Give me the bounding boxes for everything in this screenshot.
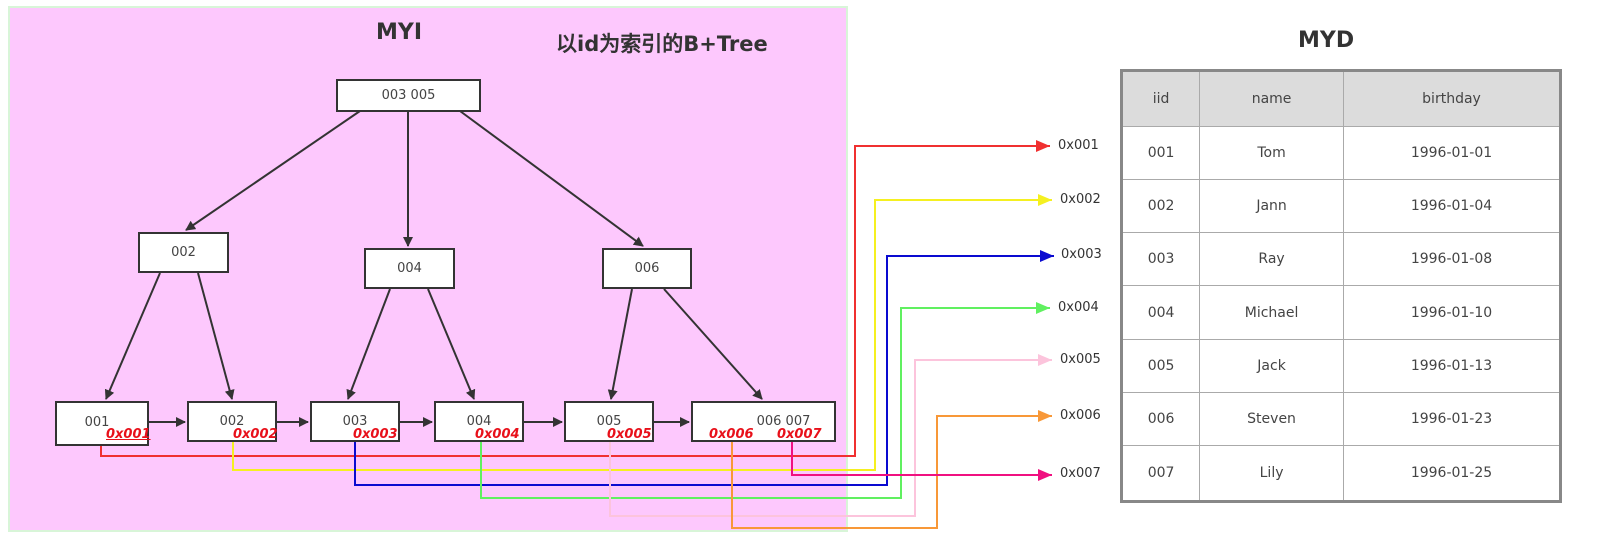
tree-edge-arrow	[346, 288, 391, 400]
leaf-node: 002	[187, 401, 277, 442]
id-cell: 001	[1120, 125, 1201, 181]
pointer-line	[232, 199, 1052, 471]
pointer-arrowhead	[1038, 410, 1052, 422]
leaf-address: 0x004	[475, 427, 520, 442]
node-keys: 002	[171, 245, 196, 260]
leaf-address: 0x001	[106, 427, 151, 442]
id-cell: 005	[1120, 338, 1201, 393]
tree-edge-arrow	[197, 272, 235, 400]
pointer-label: 0x003	[1061, 247, 1102, 262]
pointer-line	[354, 255, 1054, 486]
birthday-cell: 1996-01-08	[1343, 232, 1561, 287]
id-cell: 004	[1120, 285, 1201, 340]
name-cell: Jack	[1199, 338, 1345, 393]
btree-subtitle: 以id为索引的B+Tree	[556, 32, 768, 56]
leaf-node: 001	[55, 401, 149, 446]
name-cell: Jann	[1199, 179, 1345, 234]
node-keys: 006	[634, 261, 660, 276]
leaf-address: 0x002	[233, 427, 278, 442]
column-header: iid	[1120, 70, 1201, 127]
myd-title: MYD	[1298, 28, 1355, 53]
leaf-node: 004	[434, 401, 524, 442]
pointer-arrowhead	[1038, 469, 1052, 481]
pointer-label: 0x004	[1058, 300, 1099, 315]
pointer-arrowhead	[1040, 250, 1054, 262]
pointer-line	[480, 307, 1050, 499]
pointer-line	[791, 442, 1052, 476]
name-cell: Tom	[1199, 125, 1345, 181]
node-keys: 003	[342, 414, 368, 429]
column-header: birthday	[1343, 70, 1561, 127]
leaf-address: 0x003	[353, 427, 398, 442]
leaf-node: 006 007	[691, 401, 836, 442]
node-keys: 004	[397, 261, 422, 276]
internal-node: 002	[138, 232, 229, 273]
id-cell: 002	[1120, 179, 1201, 234]
birthday-cell: 1996-01-23	[1343, 391, 1561, 446]
birthday-cell: 1996-01-25	[1343, 444, 1561, 503]
pointer-arrowhead	[1038, 354, 1052, 366]
tree-edge-arrow	[427, 288, 476, 400]
node-keys: 004	[466, 414, 492, 429]
table-header-row: iid name birthday	[1120, 70, 1561, 127]
pointer-line	[609, 359, 1052, 517]
tree-edge-arrow	[607, 288, 633, 400]
name-cell: Ray	[1199, 232, 1345, 287]
leaf-address: 0x006	[709, 427, 754, 442]
node-keys: 003 005	[381, 88, 436, 103]
pointer-label: 0x006	[1060, 408, 1101, 423]
tree-edge-arrow	[663, 288, 763, 400]
myi-title: MYI	[376, 20, 423, 45]
column-header: name	[1199, 70, 1345, 127]
name-cell: Lily	[1199, 444, 1345, 503]
leaf-node: 005	[564, 401, 654, 442]
name-cell: Steven	[1199, 391, 1345, 446]
leaf-address: 0x005	[607, 427, 652, 442]
id-cell: 006	[1120, 391, 1201, 446]
leaf-address: 0x007	[777, 427, 822, 442]
pointer-label: 0x001	[1058, 138, 1099, 153]
tree-edge-arrow	[185, 110, 361, 231]
id-cell: 003	[1120, 232, 1201, 287]
pointer-arrowhead	[1038, 194, 1052, 206]
pointer-line	[100, 145, 1050, 457]
birthday-cell: 1996-01-10	[1343, 285, 1561, 340]
name-cell: Michael	[1199, 285, 1345, 340]
pointer-label: 0x005	[1060, 352, 1101, 367]
birthday-cell: 1996-01-13	[1343, 338, 1561, 393]
internal-node: 006	[602, 248, 692, 289]
pointer-line	[731, 415, 1052, 529]
pointer-arrowhead	[1036, 140, 1050, 152]
tree-edge-arrow	[459, 110, 644, 247]
leaf-node: 003	[310, 401, 400, 442]
pointer-label: 0x007	[1060, 466, 1101, 481]
node-keys: 001	[84, 415, 110, 430]
internal-node: 004	[364, 248, 455, 289]
id-cell: 007	[1120, 444, 1201, 503]
root-node: 003 005	[336, 79, 481, 112]
node-keys: 002	[219, 414, 245, 429]
tree-edge-arrow	[104, 272, 161, 400]
pointer-arrowhead	[1036, 302, 1050, 314]
birthday-cell: 1996-01-01	[1343, 125, 1561, 181]
pointer-label: 0x002	[1060, 192, 1101, 207]
node-keys: 005	[596, 414, 622, 429]
node-keys: 006 007	[756, 414, 811, 429]
birthday-cell: 1996-01-04	[1343, 179, 1561, 234]
